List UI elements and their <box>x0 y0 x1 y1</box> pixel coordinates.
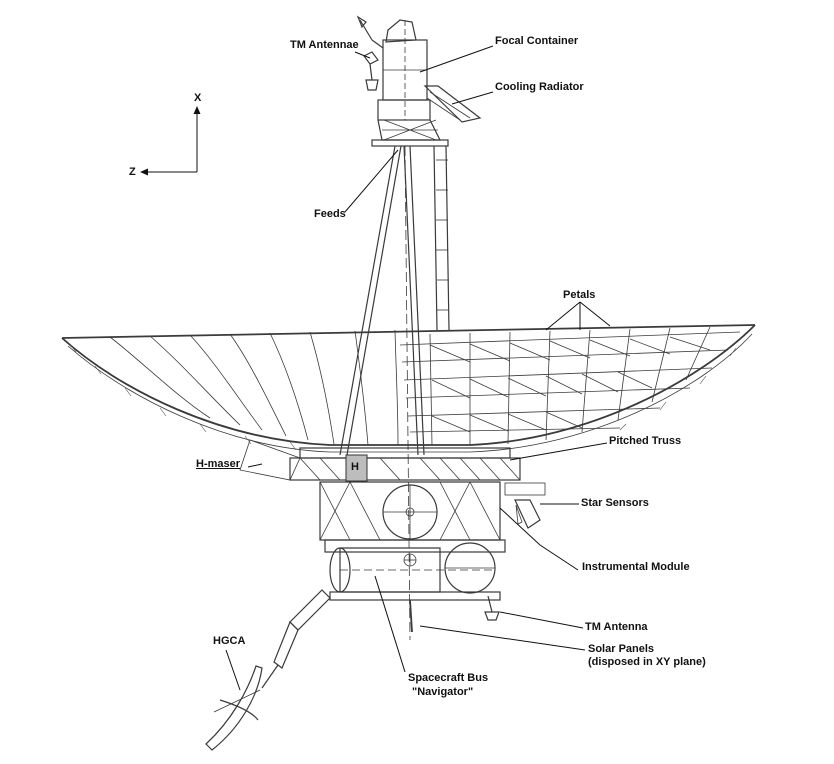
leader-h-maser <box>247 463 263 468</box>
hgca-dish <box>205 665 263 751</box>
label-focal-container: Focal Container <box>495 35 579 47</box>
label-feeds: Feeds <box>314 208 346 220</box>
leader-pitched-truss <box>509 442 608 461</box>
spacecraft-bus <box>324 539 506 601</box>
label-cooling-radiator: Cooling Radiator <box>495 81 584 93</box>
label-tm-antennae: TM Antennae <box>290 39 359 51</box>
petal-back-truss <box>399 326 741 446</box>
feed-support-struts <box>339 145 450 641</box>
leader-petals-1 <box>545 301 581 331</box>
label-solar-panels-line2: (disposed in XY plane) <box>588 656 706 668</box>
leader-feeds <box>344 149 399 213</box>
star-sensors-structure <box>514 499 541 529</box>
label-hgca: HGCA <box>213 635 246 647</box>
z-axis-arrowhead <box>140 168 148 176</box>
leader-petals-3 <box>579 301 611 327</box>
z-axis-label: Z <box>129 166 136 178</box>
label-spacecraft-bus-line2: "Navigator" <box>412 686 474 698</box>
label-tm-antenna: TM Antenna <box>585 621 648 633</box>
leader-cooling-radiator <box>451 91 494 105</box>
main-reflector <box>61 324 756 453</box>
leader-instrumental-module <box>499 507 579 571</box>
solar-panel-edge <box>409 599 413 633</box>
leader-lines <box>225 45 611 691</box>
leader-focal-container <box>419 45 494 73</box>
label-h-maser: H-maser <box>196 458 241 470</box>
leader-solar-panels <box>419 625 586 651</box>
label-pitched-truss: Pitched Truss <box>609 435 682 447</box>
instrumental-module <box>319 481 546 541</box>
reflector-rim <box>61 324 756 339</box>
cooling-radiator <box>423 85 482 123</box>
label-spacecraft-bus-line1: Spacecraft Bus <box>408 672 489 684</box>
label-solar-panels-line1: Solar Panels <box>588 643 655 655</box>
label-petals: Petals <box>563 289 596 301</box>
focal-container <box>371 19 449 147</box>
leader-hgca <box>225 649 241 691</box>
label-star-sensors: Star Sensors <box>581 497 649 509</box>
leader-spacecraft-bus <box>374 575 406 673</box>
h-maser-box <box>345 454 368 482</box>
x-axis-arrowhead <box>193 106 201 114</box>
label-instrumental-module: Instrumental Module <box>582 561 690 573</box>
leader-tm-antennae <box>354 51 371 59</box>
tm-antenna-structure <box>484 595 500 621</box>
coordinate-axes <box>140 106 201 176</box>
hgca-boom <box>261 589 331 689</box>
label-h-box: H <box>351 461 359 473</box>
tm-antennae-structure <box>356 15 384 91</box>
x-axis-label: X <box>194 92 202 104</box>
pitched-truss <box>239 439 521 481</box>
reflector-outer-profile <box>61 324 756 446</box>
leader-tm-antenna <box>499 611 584 629</box>
